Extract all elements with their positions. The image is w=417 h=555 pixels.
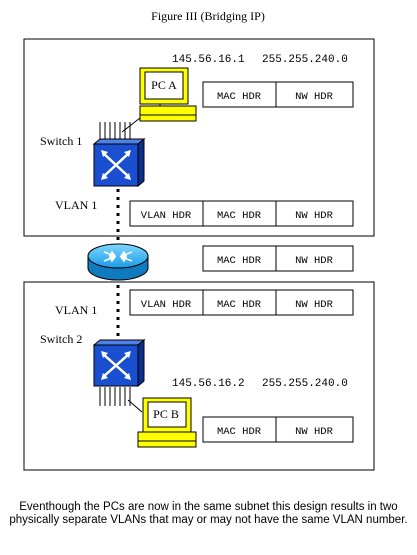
pc-b-ip: 145.56.16.2 xyxy=(172,378,245,390)
pc-b-frame: MAC HDR NW HDR xyxy=(202,416,354,443)
pc-icon xyxy=(139,67,197,122)
bottom-network-box xyxy=(23,281,375,471)
figure-caption: Eventhough the PCs are now in the same s… xyxy=(9,501,408,526)
pc-a-frame: MAC HDR NW HDR xyxy=(202,81,354,108)
switch2-frame-vlan: VLAN HDR xyxy=(141,299,192,311)
pc-b-mask: 255.255.240.0 xyxy=(262,378,348,390)
top-network-box xyxy=(23,38,375,237)
switch2-label: Switch 2 xyxy=(40,332,82,346)
router-frame-mac: MAC HDR xyxy=(217,255,262,267)
router-frame-nw: NW HDR xyxy=(295,255,334,267)
switch2-frame: VLAN HDR MAC HDR NW HDR xyxy=(129,289,354,316)
pc-a-frame-mac: MAC HDR xyxy=(217,91,262,103)
switch1-frame-vlan: VLAN HDR xyxy=(141,210,192,222)
switch1-label: Switch 1 xyxy=(40,134,82,148)
switch-icon xyxy=(92,338,146,388)
switch2-frame-nw: NW HDR xyxy=(295,299,334,311)
pc-a-ip: 145.56.16.1 xyxy=(172,54,245,66)
switch1-frame-nw: NW HDR xyxy=(295,210,334,222)
switch2-frame-mac: MAC HDR xyxy=(217,299,262,311)
switch2-ports xyxy=(99,387,131,406)
switch1-frame: VLAN HDR MAC HDR NW HDR xyxy=(129,200,354,227)
link-switch2-pcb xyxy=(127,399,143,413)
pc-b-frame-nw: NW HDR xyxy=(295,426,334,438)
router-icon xyxy=(87,243,149,281)
pc-b-frame-mac: MAC HDR xyxy=(217,426,262,438)
pc-icon xyxy=(137,397,197,448)
switch1-vlan-label: VLAN 1 xyxy=(55,198,97,212)
pc-b-label: PC B xyxy=(153,407,179,421)
router-frame: MAC HDR NW HDR xyxy=(202,245,354,272)
pc-a-frame-nw: NW HDR xyxy=(295,91,334,103)
switch-icon xyxy=(92,137,146,188)
switch2-vlan-label: VLAN 1 xyxy=(55,303,97,317)
pc-a-mask: 255.255.240.0 xyxy=(262,54,348,66)
figure-title: Figure III (Bridging IP) xyxy=(151,9,265,23)
pc-a-label: PC A xyxy=(151,78,177,92)
switch1-frame-mac: MAC HDR xyxy=(217,210,262,222)
